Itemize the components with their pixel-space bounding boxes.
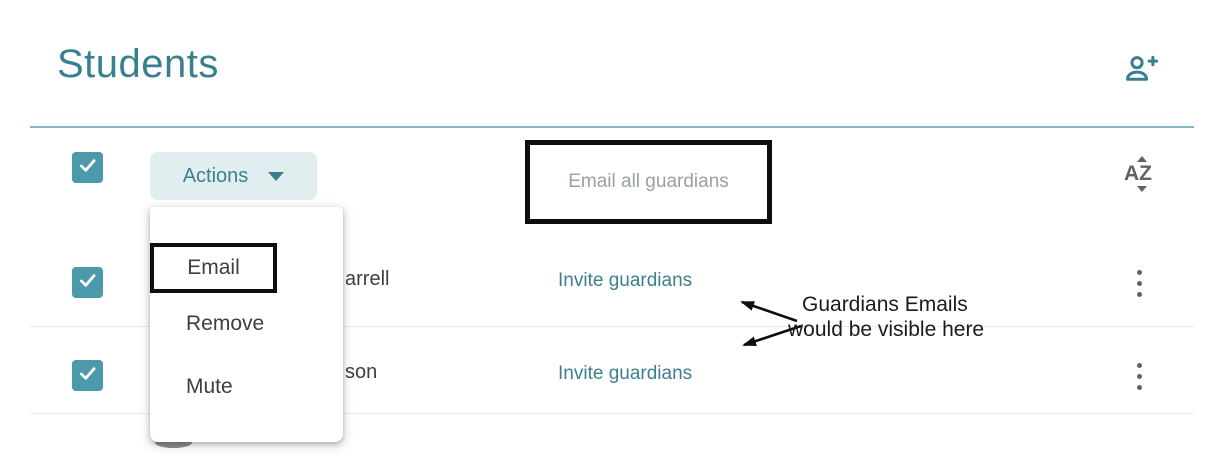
student-checkbox[interactable] xyxy=(72,267,103,298)
menu-item-mute[interactable]: Mute xyxy=(186,375,233,398)
annotation-note: Guardians Emails would be visible here xyxy=(788,292,984,342)
annotation-note-line2: would be visible here xyxy=(788,318,985,341)
checkmark-icon xyxy=(77,270,98,296)
email-all-guardians-annotation-box: Email all guardians xyxy=(525,140,772,224)
annotation-note-line1: Guardians Emails xyxy=(802,293,968,316)
email-all-guardians-field[interactable]: Email all guardians xyxy=(568,171,729,192)
menu-item-email[interactable]: Email xyxy=(187,256,240,279)
add-student-button[interactable] xyxy=(1120,50,1162,92)
avatar xyxy=(155,437,192,448)
sort-az-icon: AZ xyxy=(1124,162,1152,185)
page-title: Students xyxy=(57,42,219,86)
sort-descending-icon xyxy=(1137,186,1147,192)
row-overflow-menu-button[interactable] xyxy=(1129,264,1149,302)
sort-alphabetical-button[interactable]: AZ xyxy=(1114,150,1162,198)
menu-item-remove[interactable]: Remove xyxy=(186,312,265,335)
email-menu-item-annotation-box: Email xyxy=(150,243,277,293)
header-divider xyxy=(30,126,1194,128)
student-checkbox[interactable] xyxy=(72,360,103,391)
checkmark-icon xyxy=(77,363,98,389)
checkmark-icon xyxy=(77,155,98,181)
invite-guardians-link[interactable]: Invite guardians xyxy=(558,270,693,291)
student-name: son xyxy=(345,361,378,383)
select-all-checkbox[interactable] xyxy=(72,152,103,183)
annotation-arrows xyxy=(740,300,802,347)
row-divider xyxy=(30,413,1194,414)
actions-dropdown-button[interactable]: Actions xyxy=(150,152,317,200)
kebab-menu-icon xyxy=(1136,362,1142,368)
person-add-icon xyxy=(1122,50,1160,93)
sort-ascending-icon xyxy=(1137,156,1147,162)
chevron-down-icon xyxy=(268,171,285,181)
student-name: arrell xyxy=(345,268,390,290)
invite-guardians-link[interactable]: Invite guardians xyxy=(558,363,693,384)
row-overflow-menu-button[interactable] xyxy=(1129,357,1149,395)
row-divider xyxy=(30,326,1194,327)
actions-button-label: Actions xyxy=(182,164,249,187)
kebab-menu-icon xyxy=(1136,269,1142,275)
